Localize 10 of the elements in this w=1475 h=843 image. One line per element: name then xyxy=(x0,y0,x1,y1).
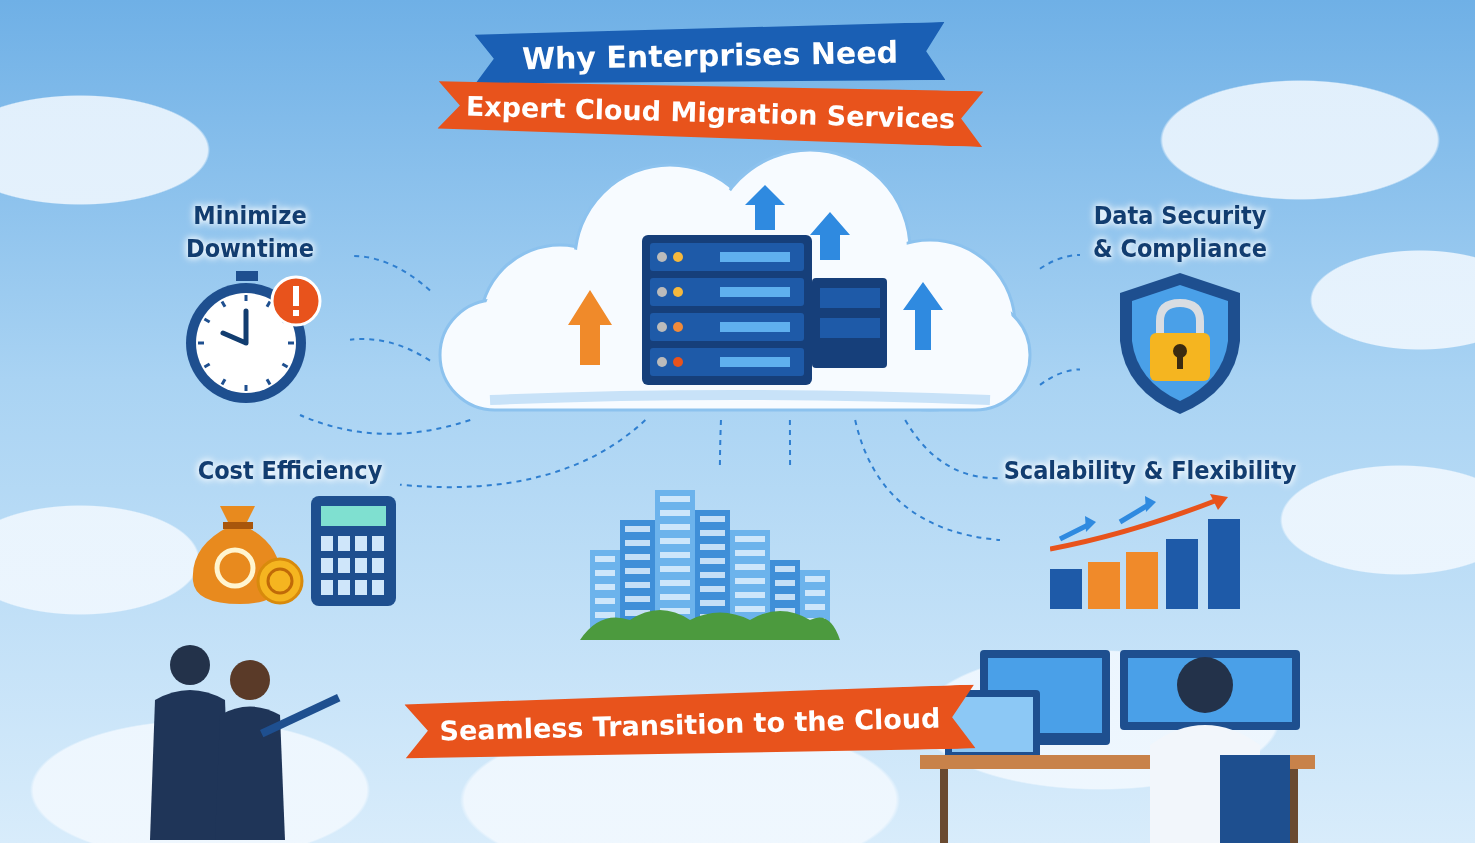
dashed-connector xyxy=(399,419,647,489)
dashed-connector xyxy=(1039,254,1081,270)
feature-heading: Scalability & Flexibility xyxy=(1003,455,1297,487)
feature-heading: Data Security & Compliance xyxy=(1091,200,1269,265)
dashed-connector xyxy=(854,419,1001,541)
dashed-connector xyxy=(349,338,431,362)
feature-heading: Minimize Downtime xyxy=(184,200,316,265)
feature-heading: Cost Efficiency xyxy=(197,455,383,487)
dashed-connector xyxy=(1039,368,1081,386)
dashed-connector xyxy=(299,414,472,435)
